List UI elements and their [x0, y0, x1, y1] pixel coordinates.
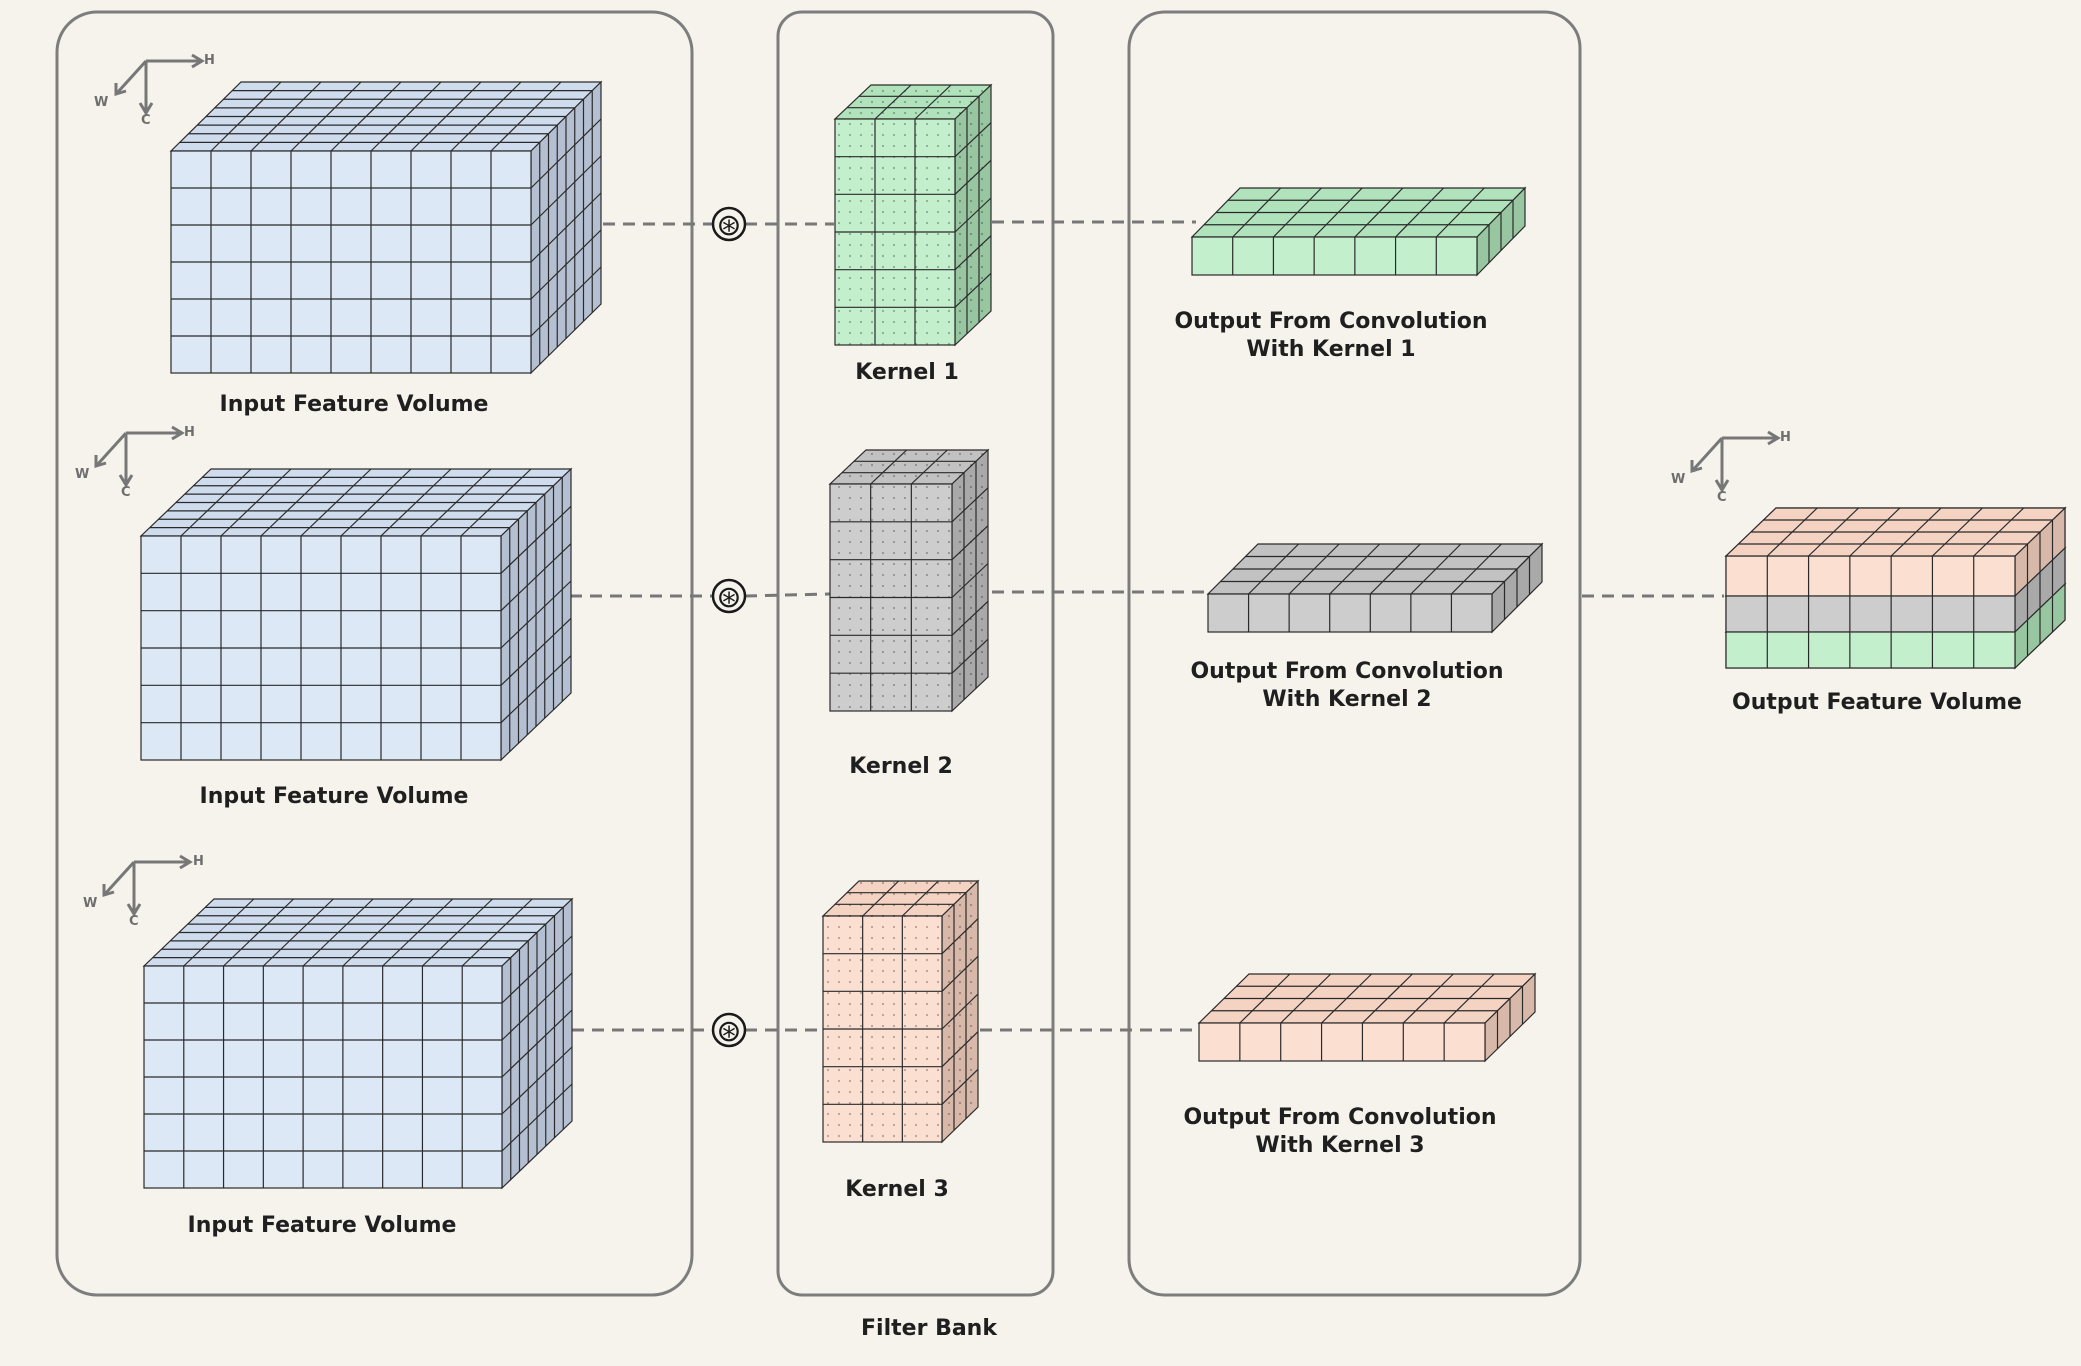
axis-label-c-2: C — [121, 485, 131, 500]
axis-indicator-2 — [94, 425, 185, 488]
axis-label-w-2: W — [75, 467, 90, 482]
kernel-label-2: Kernel 2 — [849, 754, 953, 779]
input-volume-3 — [142, 897, 574, 1190]
axis-label-c-1: C — [141, 113, 151, 128]
input-volume-label-1: Input Feature Volume — [219, 392, 489, 417]
axis-indicator-1 — [114, 53, 205, 116]
convolution-operator-1: ⊛ — [711, 206, 747, 243]
convolution-symbol: ⊛ — [716, 580, 741, 615]
axis-label-w-4: W — [1671, 472, 1686, 487]
axis-label-h-2: H — [184, 425, 195, 440]
axis-indicator-3 — [102, 854, 193, 917]
input-volume-1 — [169, 80, 603, 375]
output-slice-1 — [1190, 186, 1527, 277]
output-slice-3 — [1197, 972, 1537, 1063]
kernel-label-3: Kernel 3 — [845, 1177, 949, 1202]
output-feature-volume — [1724, 506, 2067, 670]
convolution-symbol: ⊛ — [716, 208, 741, 243]
axis-label-w-1: W — [94, 95, 109, 110]
output-label-2-line1: Output From Convolution — [1190, 659, 1504, 684]
output-slice-2 — [1206, 542, 1544, 634]
kernel-label-1: Kernel 1 — [855, 360, 959, 385]
axis-label-c-4: C — [1717, 490, 1727, 505]
axis-label-h-3: H — [193, 854, 204, 869]
axis-label-h-1: H — [204, 53, 215, 68]
axis-label-w-3: W — [83, 896, 98, 911]
axis-label-h-4: H — [1780, 430, 1791, 445]
convolution-symbol: ⊛ — [716, 1014, 741, 1049]
kernel-1 — [833, 83, 993, 347]
output-label-3-line1: Output From Convolution — [1183, 1105, 1497, 1130]
output-label-3-line2: With Kernel 3 — [1255, 1133, 1425, 1158]
connector-lines — [570, 220, 1724, 1032]
axis-label-c-3: C — [129, 914, 139, 929]
output-label-1-line1: Output From Convolution — [1174, 309, 1488, 334]
input-volume-label-3: Input Feature Volume — [187, 1213, 457, 1238]
axis-indicators — [94, 53, 1781, 917]
filter-bank-panel — [776, 10, 1055, 1297]
kernel-2 — [828, 448, 990, 713]
output-label-1-line2: With Kernel 1 — [1246, 337, 1416, 362]
axis-indicator-4 — [1690, 430, 1781, 493]
convolution-operator-2: ⊛ — [711, 578, 747, 615]
output-volume-label: Output Feature Volume — [1732, 690, 2022, 715]
input-volume-2 — [139, 467, 573, 762]
kernel-3 — [821, 879, 980, 1144]
output-label-2-line2: With Kernel 2 — [1262, 687, 1432, 712]
input-panel — [55, 10, 694, 1297]
input-volume-label-2: Input Feature Volume — [199, 784, 469, 809]
volume-blocks — [139, 80, 2067, 1190]
output-panel — [1127, 10, 1582, 1297]
filter-bank-label: Filter Bank — [861, 1316, 997, 1341]
convolution-operator-3: ⊛ — [711, 1012, 747, 1049]
